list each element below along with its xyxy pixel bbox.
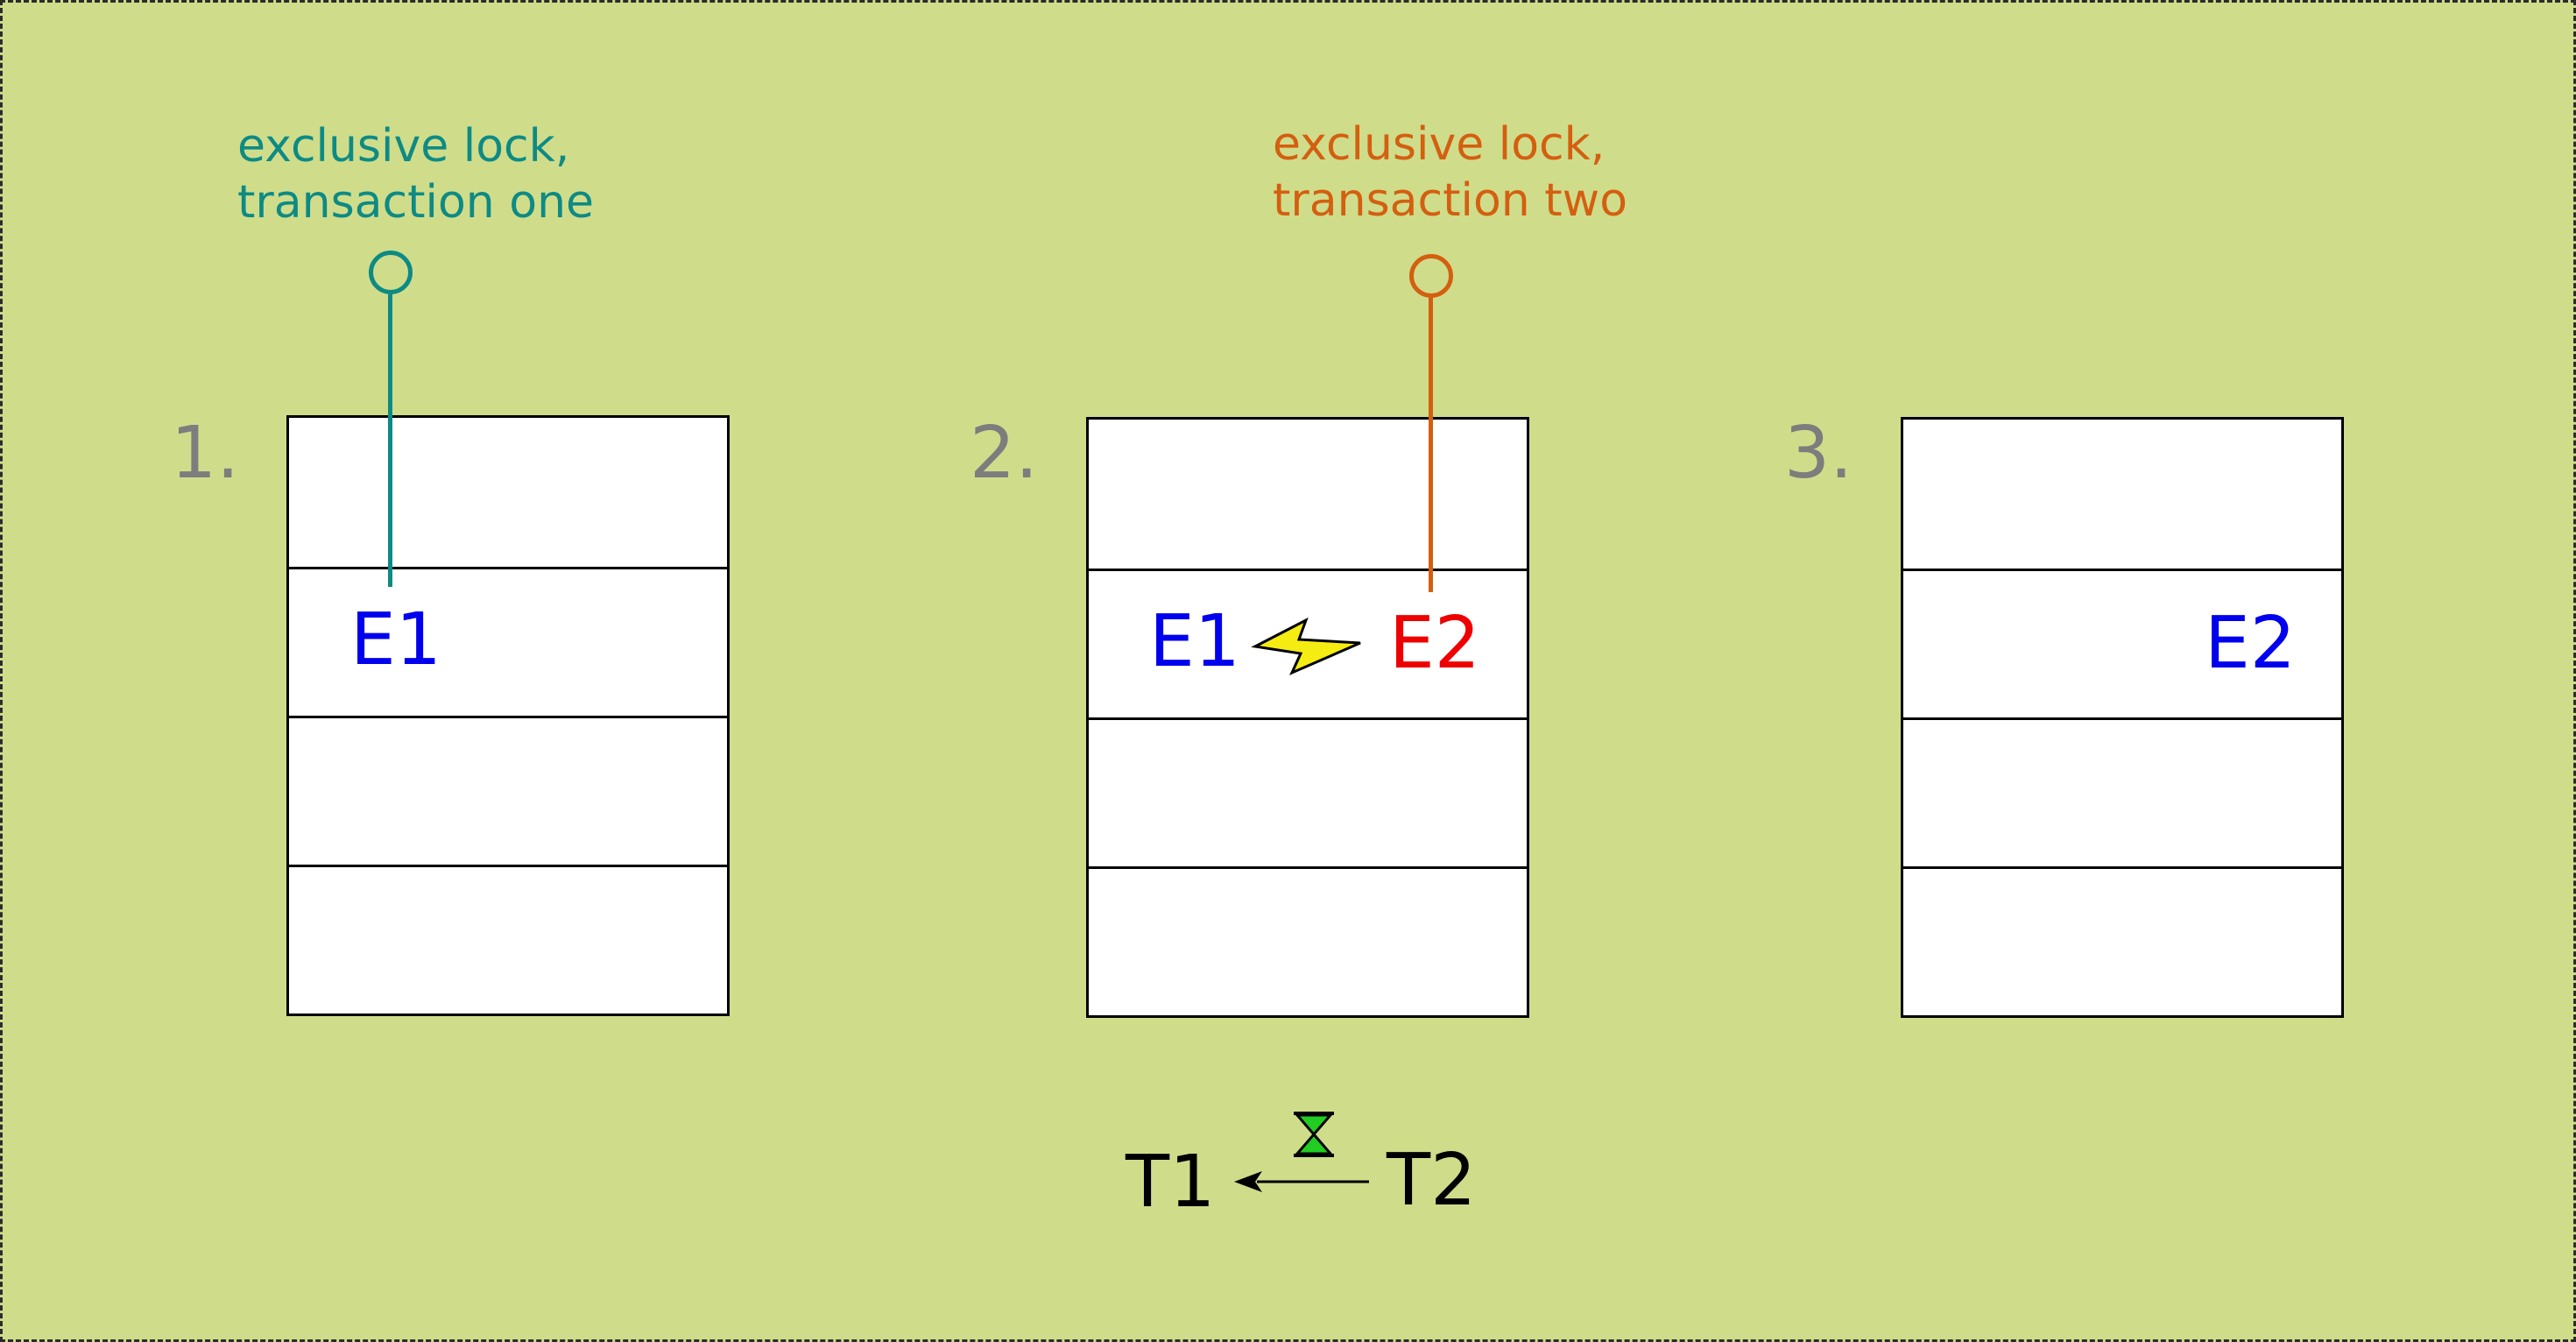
table-row — [289, 716, 727, 865]
table-row: E1 E2 — [1089, 569, 1527, 717]
table-row: E1 — [289, 567, 727, 716]
lock-label-line-1: exclusive lock, — [1273, 118, 1606, 171]
entry-e2: E2 — [1389, 602, 1480, 685]
table-row — [1903, 866, 2341, 1015]
lock-label-transaction-one: exclusive lock, transaction one — [237, 118, 594, 230]
lock-label-line-2: transaction one — [237, 176, 595, 229]
lock-connector-circle-two — [1409, 254, 1453, 298]
lightning-bolt-icon — [1251, 617, 1361, 675]
lock-label-transaction-two: exclusive lock, transaction two — [1273, 117, 1627, 229]
table-step-1: E1 — [286, 415, 730, 1016]
step-label-2: 2. — [970, 412, 1039, 495]
step-label-3: 3. — [1784, 412, 1853, 495]
entry-e1: E1 — [350, 598, 441, 682]
lock-label-line-1: exclusive lock, — [237, 120, 570, 173]
table-row — [289, 865, 727, 1014]
table-step-3: E2 — [1901, 417, 2344, 1018]
table-step-2: E1 E2 — [1086, 417, 1529, 1018]
entry-e2: E2 — [2205, 602, 2296, 685]
hourglass-icon — [1294, 1112, 1334, 1157]
transaction-t2: T2 — [1387, 1139, 1477, 1222]
transaction-t1: T1 — [1126, 1141, 1216, 1224]
lock-line-one — [388, 294, 392, 587]
table-row — [1089, 420, 1527, 569]
table-row — [1903, 717, 2341, 866]
lock-label-line-2: transaction two — [1273, 174, 1628, 227]
lock-line-two — [1429, 298, 1433, 592]
table-row — [1089, 866, 1527, 1015]
table-row — [1903, 420, 2341, 569]
table-row: E2 — [1903, 569, 2341, 717]
arrow-left-icon — [1234, 1171, 1369, 1192]
table-row — [289, 418, 727, 567]
table-row — [1089, 717, 1527, 866]
entry-e1: E1 — [1149, 600, 1240, 683]
step-label-1: 1. — [171, 412, 240, 495]
lock-connector-circle-one — [369, 251, 413, 294]
